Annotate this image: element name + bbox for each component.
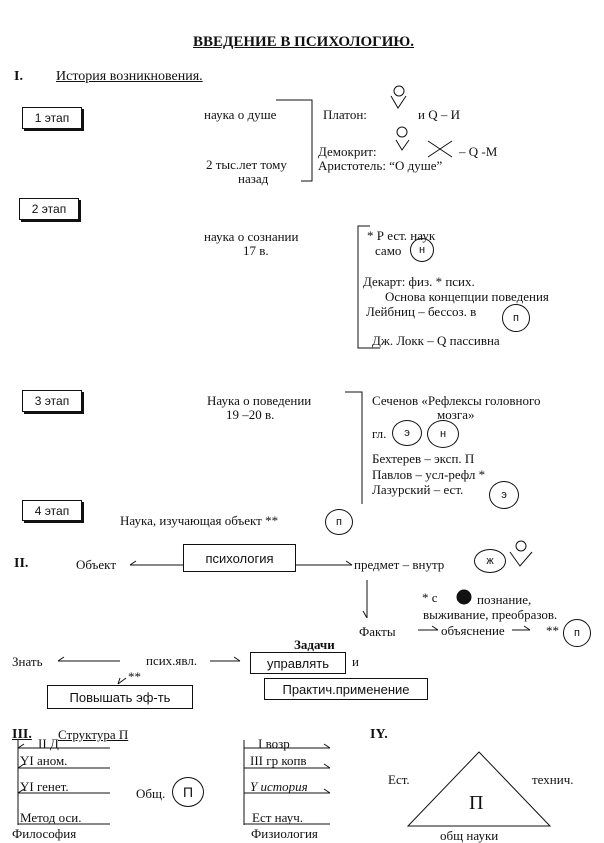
bracket-stage3 [345,391,363,504]
subject-label: предмет – внутр [354,557,445,572]
stage3-circle-e: э [392,420,422,446]
manage-box: управлять [250,652,346,674]
note-with: * с [422,590,438,605]
stage1-note-democritus: Демокрит: [318,144,377,159]
stage3-note-4: Бехтерев – эксп. П [372,451,475,466]
struct-left-4: Метод оси. [20,810,82,825]
section2-number: II. [14,556,29,571]
stage2-circle-p: п [502,304,530,332]
triangle-right: технич. [532,772,574,787]
explanation-circle: п [563,619,591,647]
stage2-note-4: Основа концепции поведения [385,289,549,304]
facts-label: Факты [359,624,396,639]
explanation-label: объяснение [441,623,505,638]
struct-right-label: Физиология [251,826,318,841]
tasks-label: Задачи [294,637,335,652]
psych-phen-label: псих.явл. [146,653,198,668]
struct-left-2: YI аном. [20,753,68,768]
struct-left-3: YI генет. [20,779,69,794]
stage1-box: 1 этап [22,107,82,129]
and-label: и [352,654,359,669]
stage3-topic: Наука о поведении [207,393,312,408]
stage2-box: 2 этап [19,198,79,220]
stage1-note-plato: Платон: [323,107,367,122]
stage1-note-democritus-q: – Q -М [459,144,498,159]
triangle-center: П [469,792,484,814]
section4-number: IY. [370,727,388,742]
raise-box: Повышать эф-ть [47,685,193,709]
know-label: Знать [12,654,43,669]
page-title: ВВЕДЕНИЕ В ПСИХОЛОГИЮ. [193,34,415,50]
struct-right-1: I возр [258,736,290,751]
stage3-circle-n: н [427,420,459,448]
struct-right-4: Ест науч. [252,810,303,825]
stage4-topic: Наука, изучающая объект ** [120,513,279,528]
psychology-box: психология [183,544,296,572]
bracket-stage1 [276,99,313,182]
struct-right-3: Y история [250,779,308,794]
stage3-note-3: гл. [372,426,387,441]
stage3-box: 3 этап [22,390,82,412]
stage2-note-5: Лейбниц – бессоз. в [366,304,477,319]
subject-circle: ж [474,549,506,573]
note-cognition: познание, [477,592,532,607]
stage1-note-aristotle: Аристотель: “О душе” [318,158,443,173]
struct-left-1: II Д [38,736,59,751]
struct-left-label: Философия [12,826,77,841]
stage2-note-6: Дж. Локк – Q пассивна [372,333,500,348]
struct-common: Общ. [136,786,166,801]
stage2-note-3: Декарт: физ. * псих. [363,274,475,289]
section1-heading: История возникновения. [56,69,203,84]
stage2-topic: наука о сознании [204,229,299,244]
stage3-note-5: Павлов – усл-рефл * [372,467,486,482]
stage1-note-plato-q: и Q – И [418,107,460,122]
stage4-box: 4 этап [22,500,82,521]
note-survival: выживание, преобразов. [423,607,558,622]
stage2-century: 17 в. [243,243,269,258]
practical-box: Практич.применение [264,678,428,700]
struct-common-circle: П [172,777,204,807]
section3-heading: Структура П [58,727,129,742]
stage1-topic: наука о душе [204,107,277,122]
stage3-note-2: мозга» [437,407,475,422]
section3-number: III. [12,727,32,742]
stage3-circle-e2: э [489,481,519,509]
triangle-shape [406,751,552,827]
stage3-note-1: Сеченов «Рефлексы головного [372,393,541,408]
bracket-stage2 [357,225,380,349]
stage3-note-6: Лазурский – ест. [372,482,464,497]
stage4-circle-p: п [325,509,353,535]
triangle-left: Ест. [388,772,410,787]
section1-number: I. [14,69,23,84]
object-label: Объект [76,557,116,572]
struct-right-2: III гр копв [250,753,307,768]
stage3-century: 19 –20 в. [226,407,275,422]
stage2-circle-n: н [410,238,434,262]
stage2-note-2: само [375,243,402,258]
stars-label: ** [128,669,141,684]
triangle-bottom: общ науки [440,828,499,843]
explanation-stars: ** [546,623,559,638]
stage1-time1: 2 тыс.лет тому [206,157,287,172]
stage1-time2: назад [238,171,269,186]
